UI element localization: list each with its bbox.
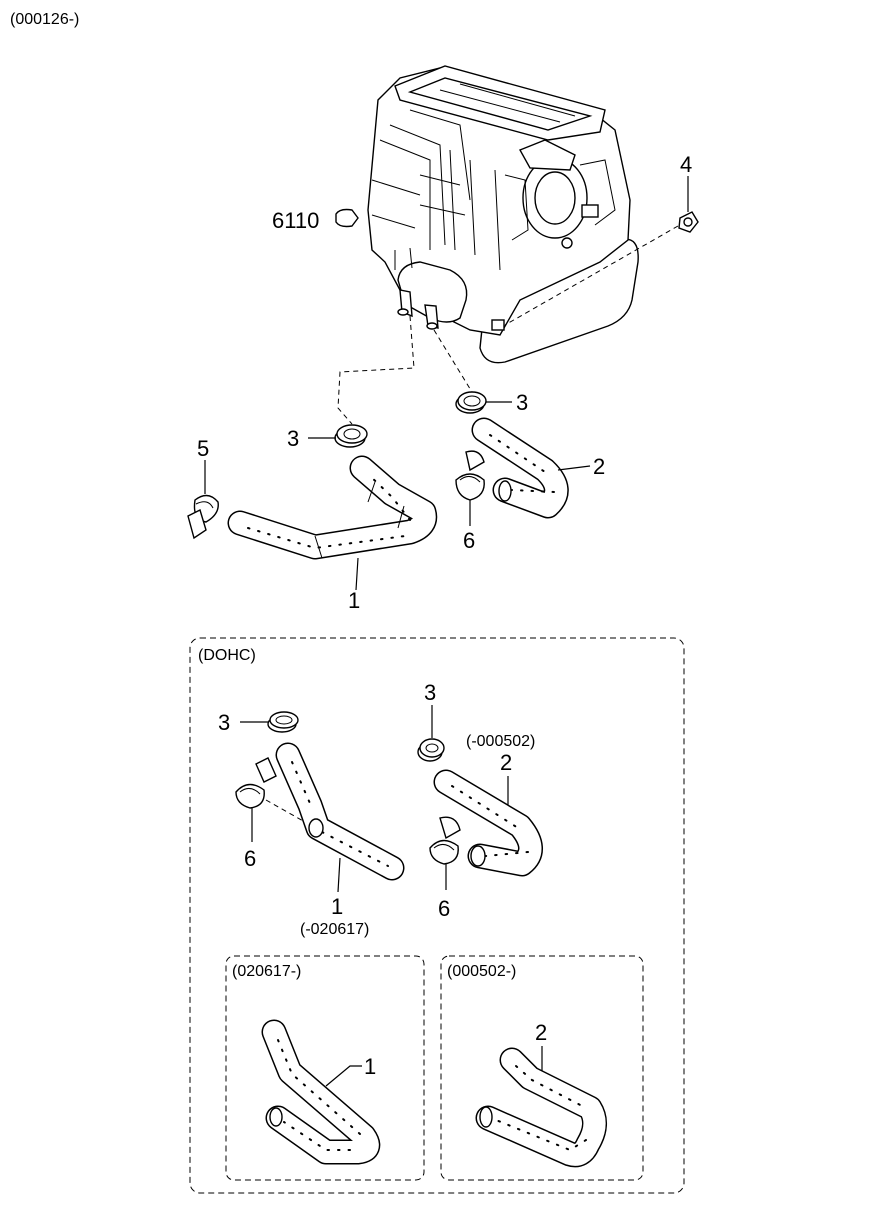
clip-5[interactable] (187, 494, 219, 540)
dohc-hose-2[interactable] (433, 769, 543, 877)
serial-range-label: (000126-) (10, 11, 79, 28)
dohc-hose-1[interactable] (275, 742, 405, 881)
callout-grommet: 4 (680, 152, 692, 177)
dohc-clamp-6-left[interactable] (235, 757, 277, 809)
dohc-clamp-3-right[interactable] (417, 738, 445, 762)
heater-unit-plug[interactable] (335, 208, 359, 228)
callout-outlet-hose: 2 (593, 454, 605, 479)
outlet-hose-2[interactable] (471, 417, 569, 519)
clamp-3-left[interactable] (334, 424, 368, 448)
sub-right-title: (000502-) (447, 963, 516, 980)
hose-clamp-6[interactable] (455, 450, 485, 501)
dohc-clamp-6-right[interactable] (429, 816, 461, 865)
dohc-callout-clamp-left: 3 (218, 710, 230, 735)
dohc-callout-hose-1: 1 (331, 894, 343, 919)
dohc-hose-2-range: (-000502) (466, 733, 535, 750)
sub-left-frame (225, 955, 425, 1181)
sub-left-title: (020617-) (232, 963, 301, 980)
callout-clamp-upper: 3 (516, 390, 528, 415)
dohc-section-frame (189, 637, 685, 1194)
sub-right-frame (440, 955, 644, 1181)
dohc-hose-1-range: (-020617) (300, 921, 369, 938)
dohc-callout-clamp-right: 3 (424, 680, 436, 705)
callout-hose-clamp: 6 (463, 528, 475, 553)
sub-right-callout: 2 (535, 1020, 547, 1045)
callout-heater-unit: 6110 (272, 208, 319, 233)
sub-left-hose-1[interactable] (261, 1019, 381, 1165)
sub-right-hose-2[interactable] (475, 1047, 607, 1168)
dohc-callout-hose-2: 2 (500, 750, 512, 775)
inlet-hose-1[interactable] (227, 455, 438, 560)
dohc-clamp-3-left[interactable] (267, 711, 299, 733)
clamp-3-upper[interactable] (455, 391, 487, 414)
callout-clamp-left: 3 (287, 426, 299, 451)
sub-left-callout: 1 (364, 1054, 376, 1079)
callout-inlet-hose: 1 (348, 588, 360, 613)
heater-unit[interactable] (367, 65, 639, 364)
dohc-callout-clamp-6-left: 6 (244, 846, 256, 871)
dohc-callout-clamp-6-right: 6 (438, 896, 450, 921)
dohc-section-title: (DOHC) (198, 647, 256, 664)
grommet-4[interactable] (678, 211, 699, 233)
callout-clip: 5 (197, 436, 209, 461)
